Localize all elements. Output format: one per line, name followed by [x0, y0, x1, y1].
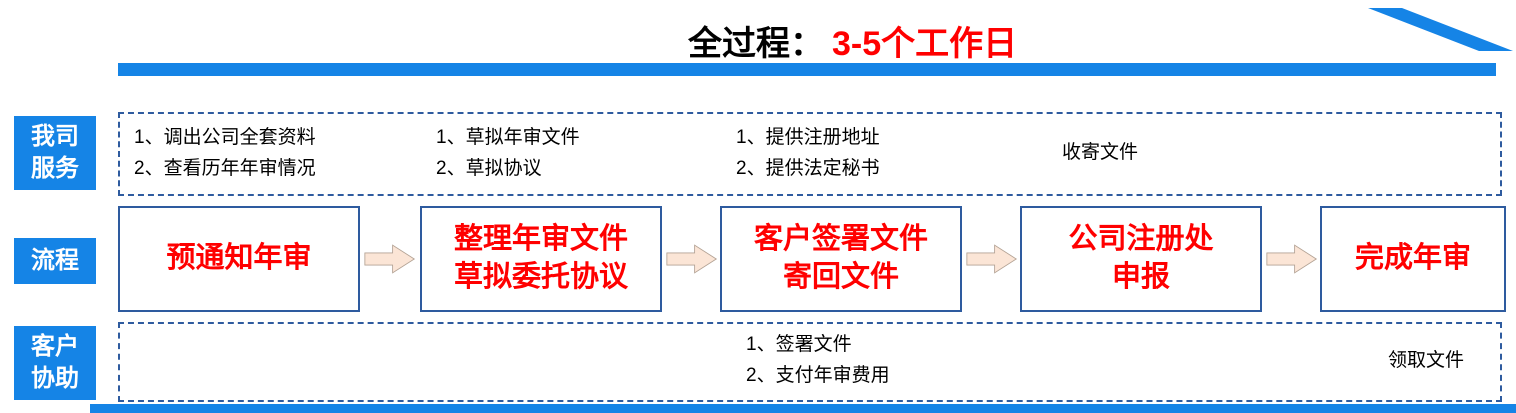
row-label-service-line2: 服务 [31, 155, 79, 182]
task-item: 收寄文件 [1062, 142, 1139, 163]
service-tasks-panel: 1、调出公司全套资料 2、查看历年年审情况 1、草拟年审文件 2、草拟协议 1、… [118, 112, 1502, 196]
task-item: 领取文件 [1388, 350, 1465, 371]
process-step-2: 整理年审文件 草拟委托协议 [420, 206, 662, 312]
task-item: 2、提供法定秘书 [736, 157, 880, 179]
step-label: 完成年审 [1354, 242, 1471, 275]
task-item: 1、提供注册地址 [736, 127, 880, 148]
task-item: 1、草拟年审文件 [436, 127, 580, 148]
task-item: 2、查看历年年审情况 [134, 157, 316, 179]
step-label: 草拟委托协议 [453, 261, 628, 293]
task-item: 2、支付年审费用 [746, 364, 890, 386]
title-prefix: 全过程： [688, 25, 824, 63]
row-label-process-line1: 流程 [31, 247, 79, 275]
row-label-service-line1: 我司 [31, 123, 79, 151]
row-label-customer-line1: 客户 [31, 333, 79, 361]
title-duration: 3-5个工作日 [832, 25, 1018, 63]
step-label: 申报 [1111, 261, 1170, 293]
process-title: 全过程： 3-5个工作日 [688, 16, 1017, 65]
flow-arrow-icon [966, 244, 1018, 274]
flow-arrow-icon [666, 244, 718, 274]
bottom-bar [90, 404, 1516, 413]
customer-task-group-1: 1、签署文件 2、支付年审费用 [746, 330, 890, 392]
step-label: 整理年审文件 [453, 223, 628, 256]
flow-arrow-icon [1266, 244, 1318, 274]
process-step-3: 客户签署文件 寄回文件 [720, 206, 962, 312]
process-step-5: 完成年审 [1320, 206, 1506, 312]
row-label-customer: 客户 协助 [14, 326, 96, 400]
step-label: 客户签署文件 [753, 223, 928, 256]
step-label: 寄回文件 [782, 261, 899, 293]
service-task-group-2: 1、草拟年审文件 2、草拟协议 [436, 123, 580, 185]
process-step-4: 公司注册处 申报 [1020, 206, 1262, 312]
step-label: 预通知年审 [166, 242, 312, 275]
timeline-arrow-icon [118, 8, 1513, 76]
flow-arrow-icon [364, 244, 416, 274]
service-task-group-1: 1、调出公司全套资料 2、查看历年年审情况 [134, 123, 316, 185]
row-label-customer-line2: 协助 [31, 365, 79, 392]
service-task-group-3: 1、提供注册地址 2、提供法定秘书 [736, 123, 880, 185]
service-task-group-4: 收寄文件 [1062, 138, 1138, 169]
process-step-1: 预通知年审 [118, 206, 360, 312]
task-item: 2、草拟协议 [436, 157, 542, 179]
row-label-process: 流程 [14, 238, 96, 284]
row-label-service: 我司 服务 [14, 116, 96, 190]
task-item: 1、调出公司全套资料 [134, 127, 316, 148]
task-item: 1、签署文件 [746, 334, 852, 355]
customer-task-group-2: 领取文件 [1388, 346, 1464, 377]
customer-tasks-panel: 1、签署文件 2、支付年审费用 领取文件 [118, 322, 1502, 402]
step-label: 公司注册处 [1068, 223, 1214, 256]
